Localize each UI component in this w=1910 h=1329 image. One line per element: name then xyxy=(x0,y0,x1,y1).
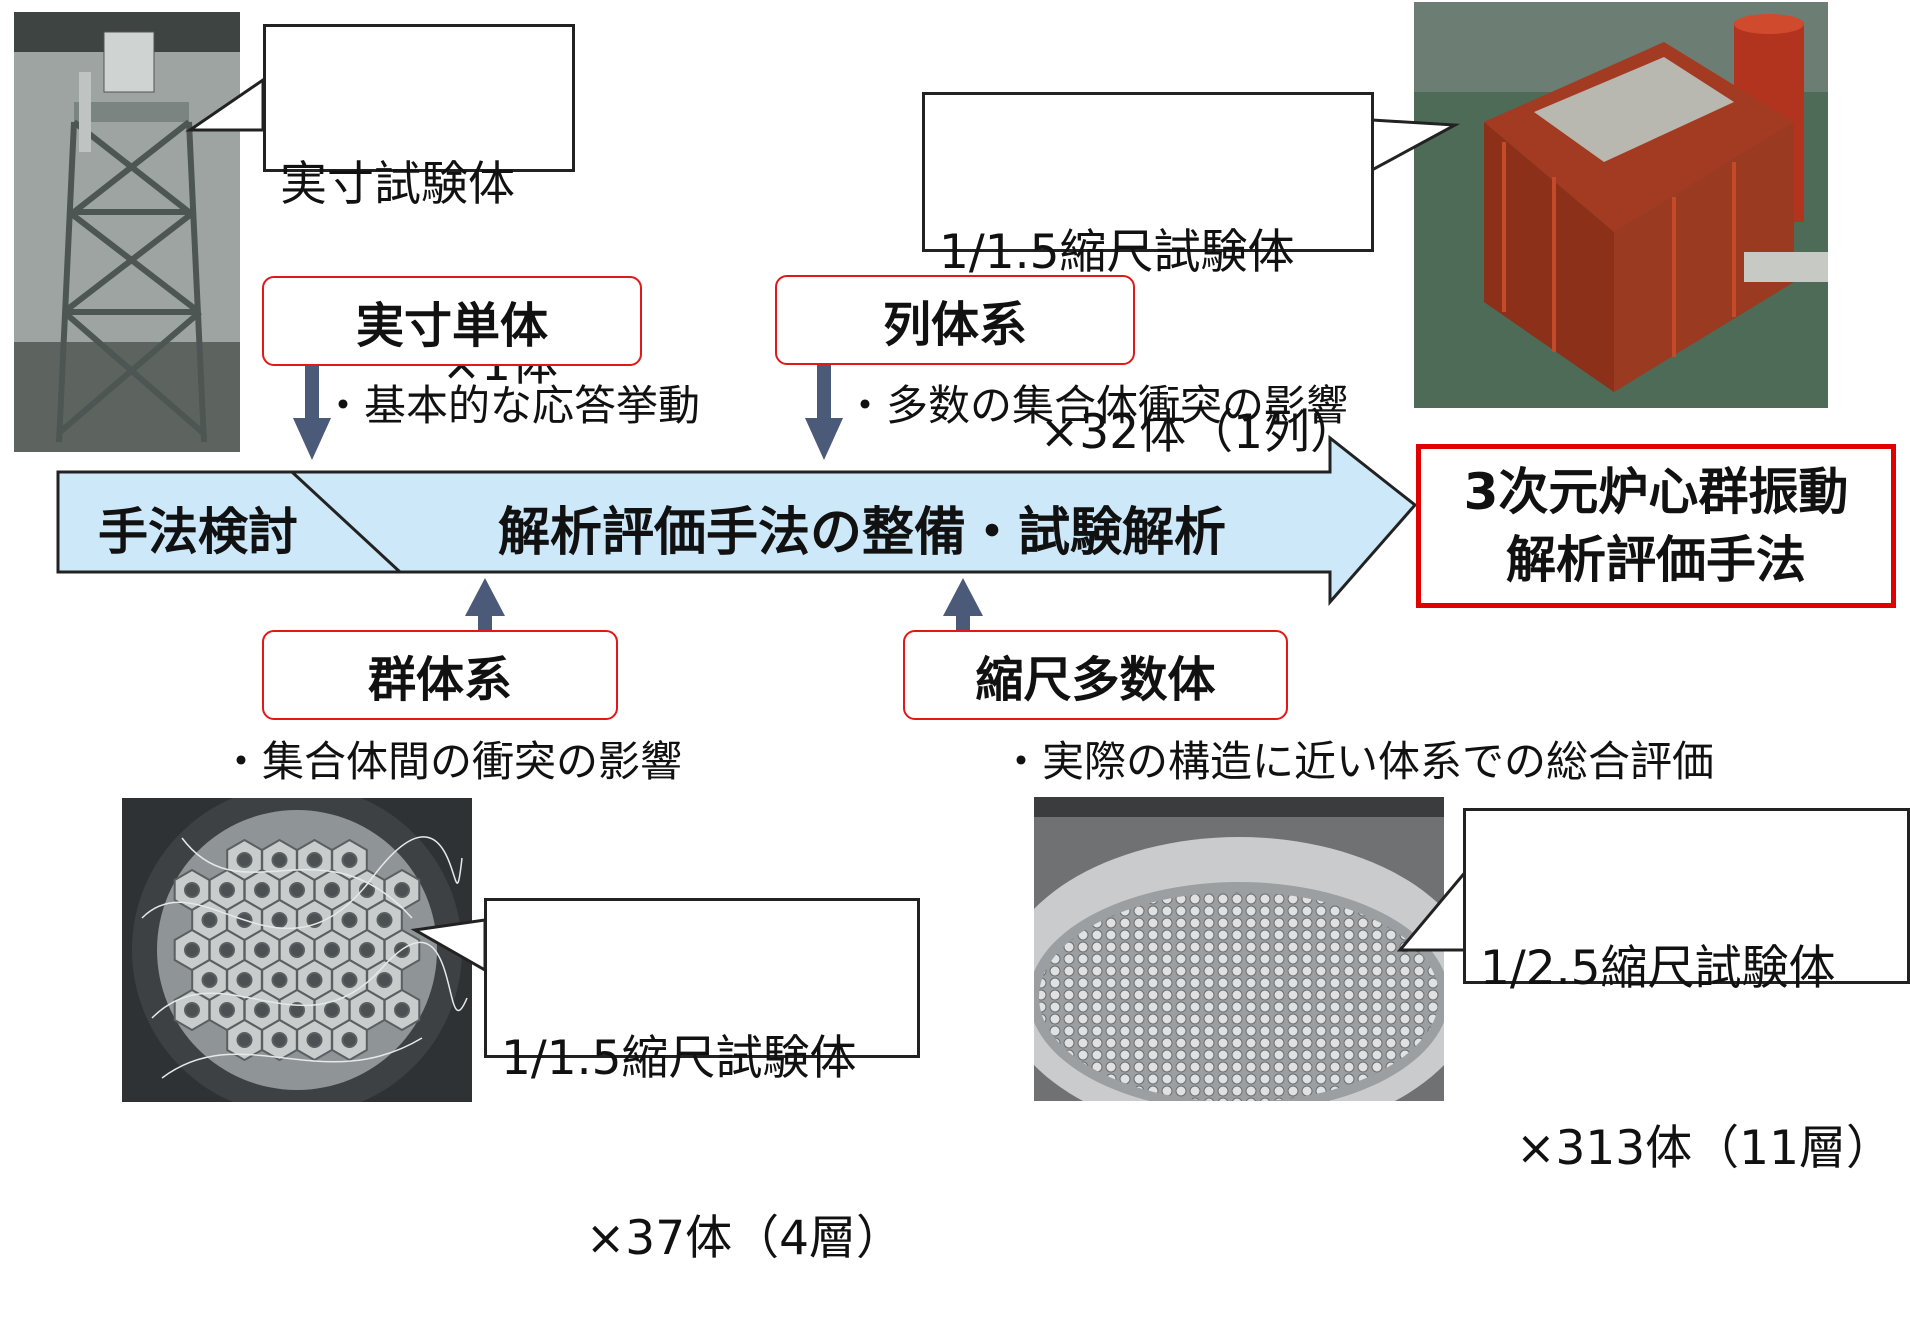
callout-row-scale-line1: 1/1.5縮尺試験体 xyxy=(939,225,1295,280)
callout-multi-scale-line1: 1/2.5縮尺試験体 xyxy=(1480,941,1836,996)
callout-pointer-group xyxy=(410,918,487,973)
tag-group-system: 群体系 xyxy=(262,630,618,720)
up-arrow-group-system xyxy=(465,578,505,616)
callout-full-size-line1: 実寸試験体 xyxy=(280,157,515,212)
process-arrow xyxy=(56,434,1418,606)
result-line2: 解析評価手法 xyxy=(1506,531,1806,589)
tag-full-single: 実寸単体 xyxy=(262,276,642,366)
photo-full-size-specimen xyxy=(14,12,240,452)
stage-divider xyxy=(290,470,402,574)
note-full-single: ・基本的な応答挙動 xyxy=(322,381,701,430)
up-arrow-scaled-multi xyxy=(943,578,983,616)
callout-multi-scale: 1/2.5縮尺試験体 ×313体（11層） xyxy=(1463,808,1910,1176)
stage-label-method-development: 解析評価手法の整備・試験解析 xyxy=(498,503,1227,563)
callout-group-scale-line2: ×37体（4層） xyxy=(585,1211,903,1266)
callout-full-size: 実寸試験体 ×1体 xyxy=(263,24,575,392)
callout-group-scale: 1/1.5縮尺試験体 ×37体（4層） xyxy=(484,898,920,1266)
callout-row-scale-line2: ×32体（1列） xyxy=(1039,405,1357,460)
photo-row-specimen xyxy=(1414,2,1828,408)
note-group-system: ・集合体間の衝突の影響 xyxy=(220,737,683,786)
tag-row-system: 列体系 xyxy=(775,275,1135,365)
down-arrow-full-single xyxy=(293,418,331,460)
down-arrow-row-system xyxy=(805,418,843,460)
callout-pointer-multi xyxy=(1396,865,1469,952)
callout-multi-scale-line2: ×313体（11層） xyxy=(1516,1121,1893,1176)
callout-pointer-row xyxy=(1370,118,1461,173)
photo-multi-specimen xyxy=(1034,797,1444,1101)
note-row-system: ・多数の集合体衝突の影響 xyxy=(844,381,1349,430)
callout-group-scale-line1: 1/1.5縮尺試験体 xyxy=(501,1031,857,1086)
diagram-shapes xyxy=(56,77,1469,973)
callout-row-scale: 1/1.5縮尺試験体 ×32体（1列） xyxy=(922,92,1374,460)
stage-label-method-study: 手法検討 xyxy=(98,503,298,561)
note-scaled-multi: ・実際の構造に近い体系での総合評価 xyxy=(1000,737,1715,786)
photo-group-specimen xyxy=(122,798,472,1102)
tag-scaled-multi: 縮尺多数体 xyxy=(903,630,1288,720)
result-line1: 3次元炉心群振動 xyxy=(1463,463,1849,521)
result-box: 3次元炉心群振動 解析評価手法 xyxy=(1416,444,1896,608)
callout-pointer-full-size xyxy=(185,77,265,132)
